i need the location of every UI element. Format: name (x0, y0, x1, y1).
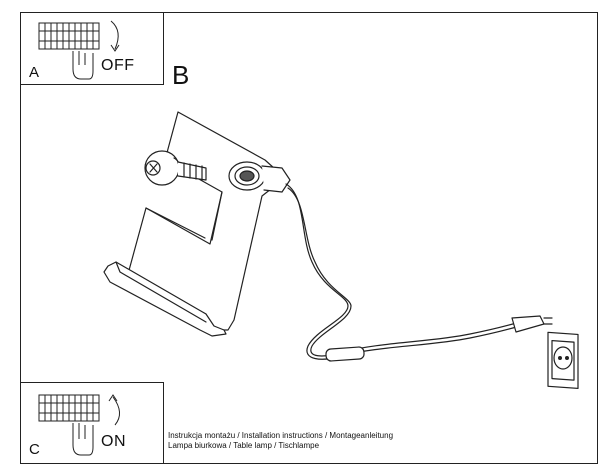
product-name: Lampa biurkowa / Table lamp / Tischlampe (168, 441, 320, 450)
panel-c-letter: C (29, 441, 40, 458)
outer-frame (20, 12, 598, 464)
panel-a-letter: A (29, 64, 40, 81)
panel-a-power-off: A OFF (20, 12, 164, 85)
arrow-up-icon (108, 394, 120, 426)
panel-b-letter: B (172, 60, 190, 90)
power-plug (511, 315, 545, 333)
arrow-down-icon (110, 20, 120, 52)
panel-c-power-on: C ON (20, 382, 164, 464)
off-label: OFF (101, 57, 135, 74)
on-label: ON (101, 433, 126, 450)
instructions-title: Instrukcja montażu / Installation instru… (168, 431, 394, 440)
cable-switch (325, 346, 365, 362)
light-bulb (144, 150, 180, 186)
power-cable (285, 183, 521, 360)
breaker-icon (38, 22, 100, 80)
breaker-icon (38, 394, 100, 456)
instructions-caption: Instrukcja montażu / Installation instru… (168, 431, 393, 451)
